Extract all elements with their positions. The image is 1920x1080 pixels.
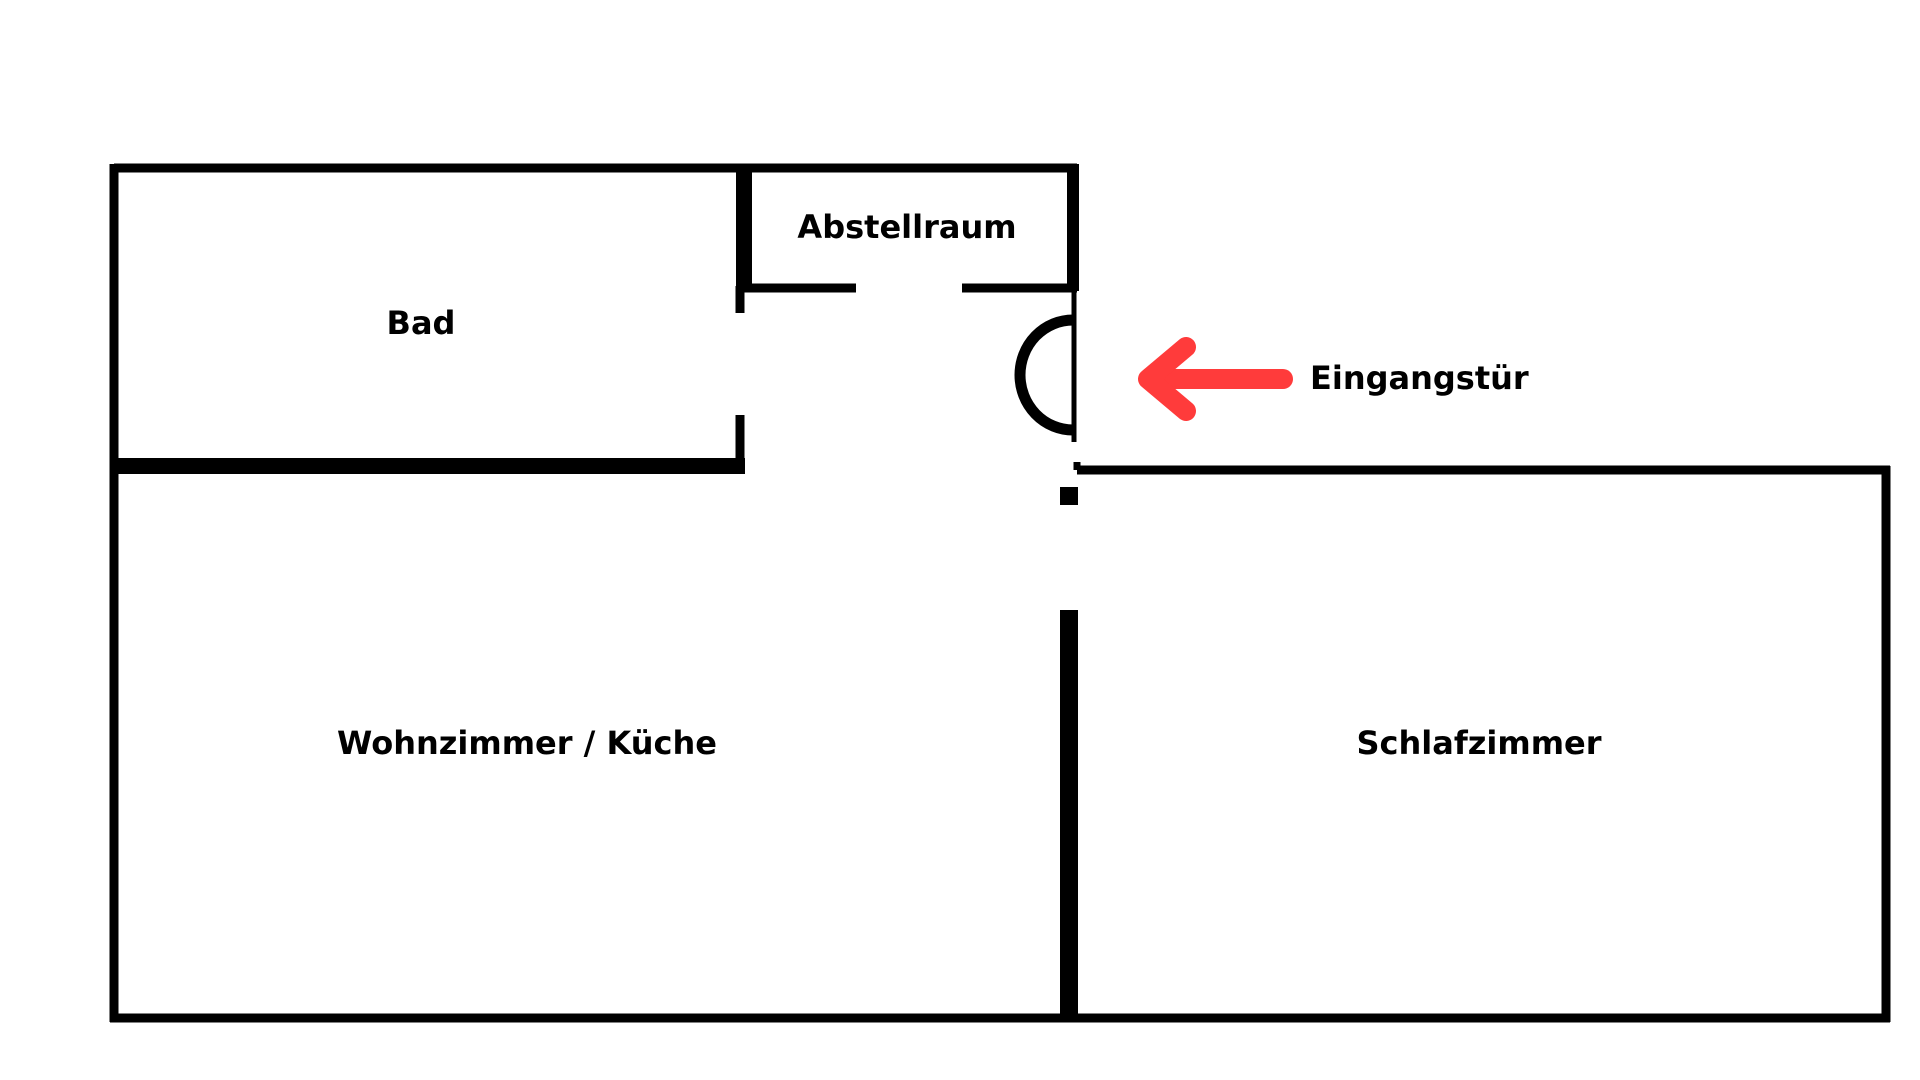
entrance-door-label: Eingangstür xyxy=(1310,359,1529,397)
entrance-door-swing xyxy=(1014,314,1074,436)
room-label-living-kitchen: Wohnzimmer / Küche xyxy=(337,724,717,762)
left-arrow-icon xyxy=(1138,337,1293,421)
walls xyxy=(109,163,1891,1023)
room-label-storage: Abstellraum xyxy=(797,208,1016,246)
room-label-bathroom: Bad xyxy=(387,304,456,342)
room-label-bedroom: Schlafzimmer xyxy=(1356,724,1601,762)
